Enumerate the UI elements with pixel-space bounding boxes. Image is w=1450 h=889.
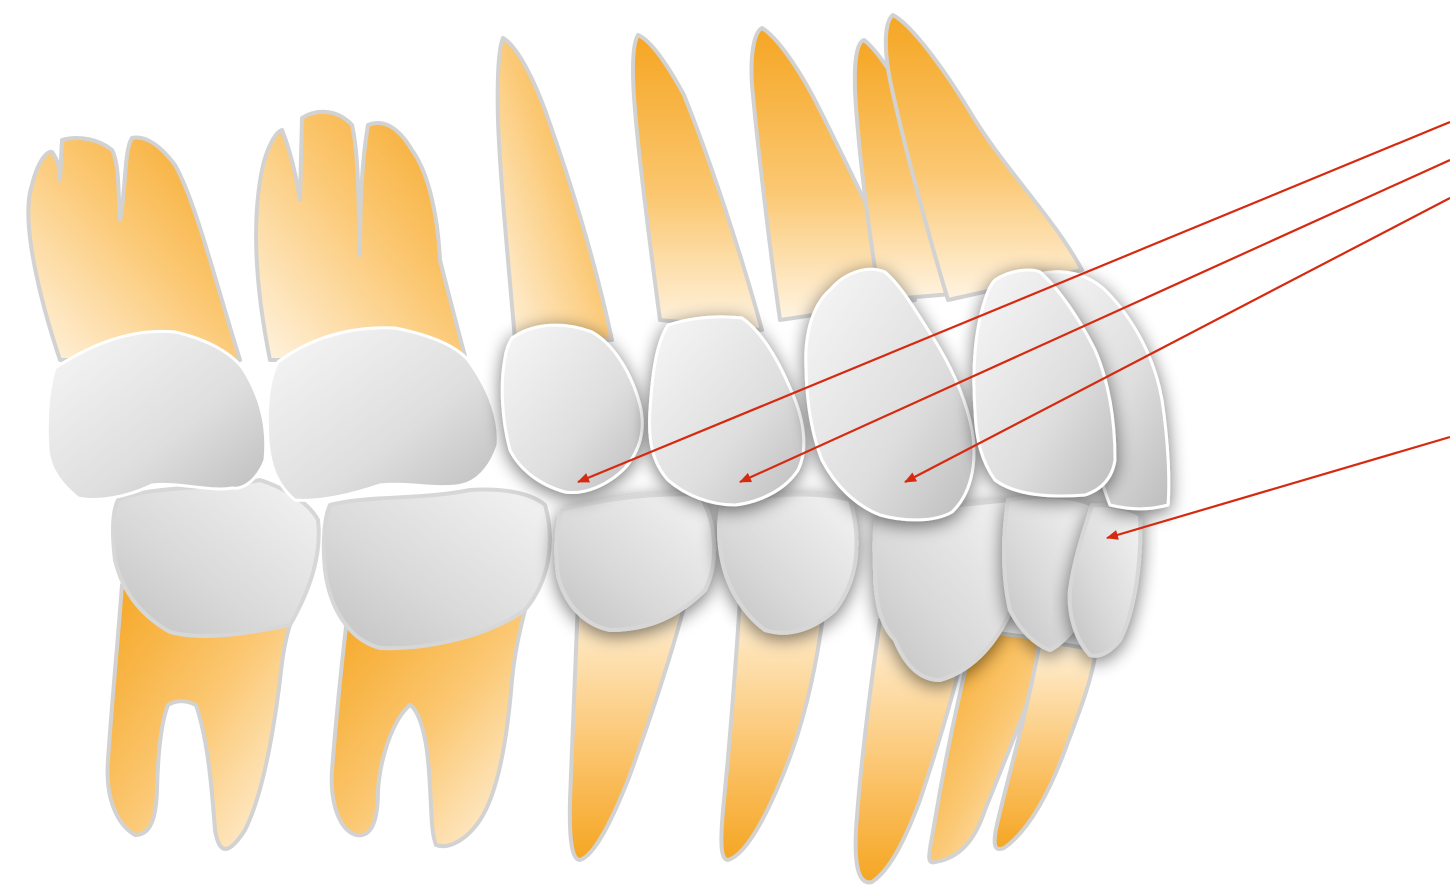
upper-premolar-1-root [498,38,612,340]
upper-molar-1-crown [47,331,265,499]
upper-molar-1-root [28,137,240,360]
upper-premolar-2-crown [650,317,804,505]
upper-premolar-1-crown [502,325,642,492]
lower-premolar-2-root [721,600,825,860]
lower-premolar-1-crown [556,494,714,630]
lower-premolar-1-root [570,600,686,860]
upper-canine-crown [806,269,974,520]
upper-roots [28,15,1082,360]
upper-molar-2-crown [267,328,498,501]
lower-molar-1-crown [113,480,319,636]
upper-premolar-2-root [633,35,762,330]
upper-molar-2-root [256,112,466,360]
